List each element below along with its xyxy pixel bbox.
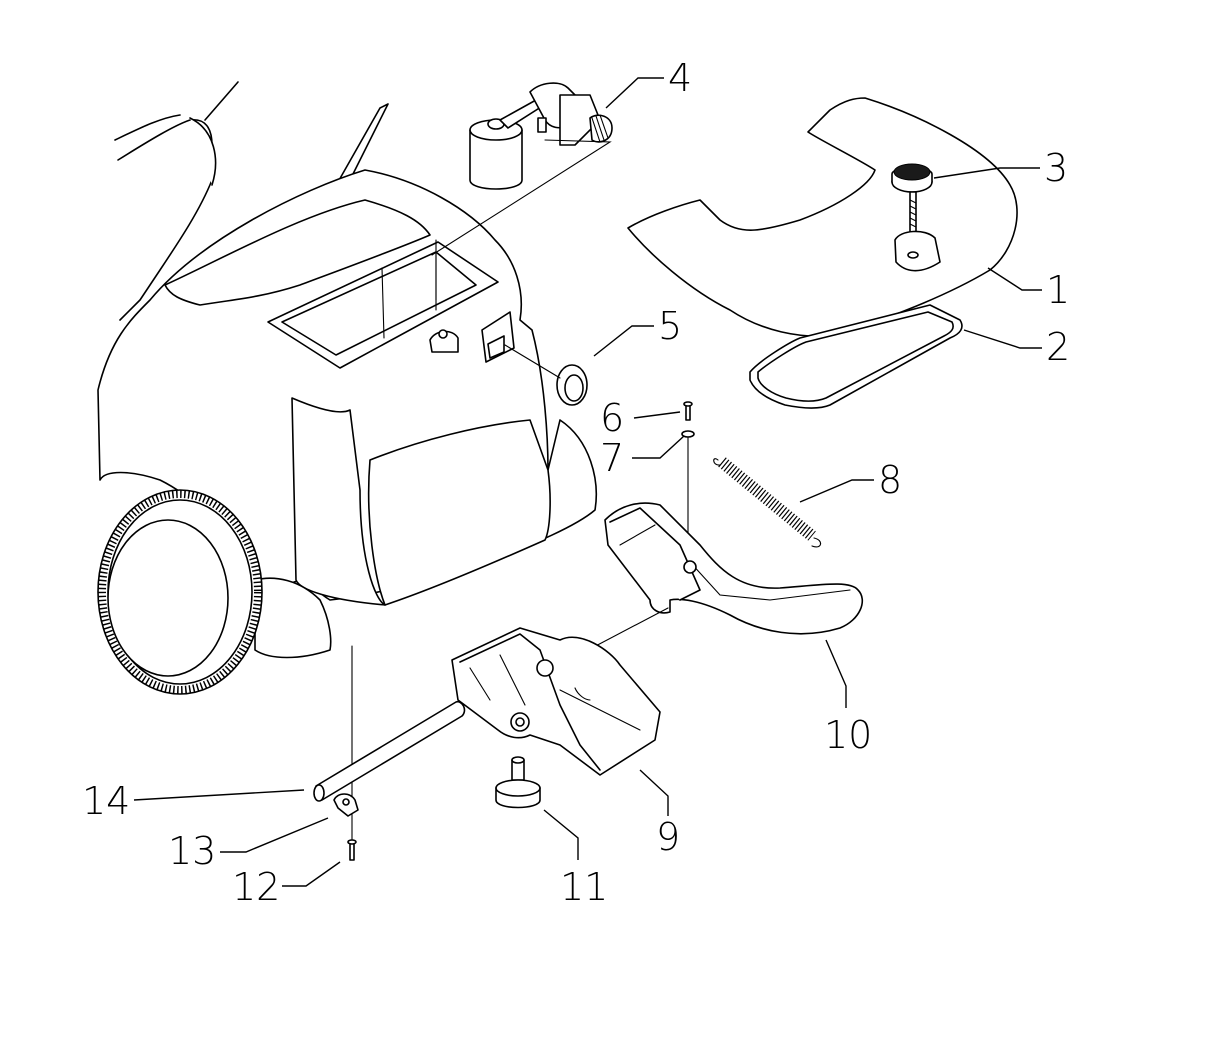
callout-1: 1 <box>1046 268 1070 312</box>
callout-6: 6 <box>600 396 624 440</box>
part-screw-washer <box>681 401 695 541</box>
part-pedal <box>587 502 864 651</box>
wheel <box>97 489 263 695</box>
part-valve <box>431 82 613 301</box>
part-spring <box>713 457 822 548</box>
machine-body <box>97 81 598 841</box>
part-gasket <box>749 304 963 409</box>
callout-3: 3 <box>1044 146 1068 190</box>
part-nut <box>504 344 588 406</box>
part-knob-screw <box>891 163 941 272</box>
callout-labels: 1 2 3 4 5 6 7 8 9 10 11 12 13 14 <box>82 56 1070 909</box>
part-lid <box>627 97 1018 338</box>
callout-7: 7 <box>600 436 624 480</box>
callout-14: 14 <box>82 779 130 823</box>
callout-11: 11 <box>560 865 608 909</box>
part-rod-clip-screw <box>313 700 466 861</box>
callout-2: 2 <box>1046 325 1070 369</box>
part-base <box>451 627 661 776</box>
callout-5: 5 <box>658 304 682 348</box>
callout-13: 13 <box>168 829 216 873</box>
callout-10: 10 <box>824 713 872 757</box>
part-adjust-knob <box>495 756 541 809</box>
callout-9: 9 <box>656 815 680 859</box>
callout-leaders <box>133 77 1042 887</box>
callout-4: 4 <box>668 56 692 100</box>
callout-8: 8 <box>878 458 902 502</box>
callout-12: 12 <box>232 865 280 909</box>
